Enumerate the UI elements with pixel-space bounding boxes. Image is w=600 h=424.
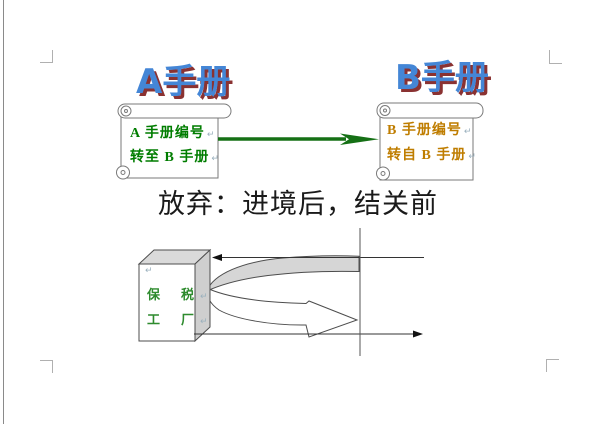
page-edge-line	[3, 0, 4, 424]
caption-text: 放弃：进境后，结关前	[158, 189, 438, 219]
manual-a-scroll-body	[120, 110, 219, 179]
factory-box-line1-text: 保 税	[147, 287, 199, 302]
manual-b-line1-text: B 手册编号	[387, 123, 462, 138]
manual-b-scroll	[376, 102, 484, 181]
manual-a-line1: A 手册编号↵	[130, 127, 214, 141]
line-break-mark-icon: ↵	[211, 154, 219, 164]
factory-box-line2-text: 工 厂	[147, 312, 199, 327]
line-break-mark-icon: ↵	[206, 130, 215, 140]
factory-box-3d	[137, 248, 212, 343]
manual-b-title: B手册	[395, 58, 489, 98]
manual-a-title: A手册	[136, 62, 231, 102]
line-break-mark-icon: ↵	[468, 152, 476, 162]
outbound-arrowhead	[413, 330, 423, 338]
line-break-mark-icon: ↵	[145, 266, 153, 276]
manual-b-line2: 转自 B 手册↵	[387, 149, 476, 163]
inbound-arrowhead	[212, 254, 222, 261]
manual-a-line1-text: A 手册编号	[130, 126, 205, 141]
manual-a-scroll-top-roll	[117, 103, 232, 119]
manual-b-scroll-top-roll	[376, 102, 484, 119]
manual-b-line1: B 手册编号↵	[387, 124, 471, 138]
curved-arrow-front-band	[207, 288, 359, 338]
transfer-arrow	[218, 133, 379, 145]
line-break-mark-icon: ↵	[463, 127, 472, 137]
flow-lines	[194, 228, 424, 356]
factory-box-line2: 工 厂↵	[147, 313, 208, 327]
line-break-mark-icon: ↵	[200, 317, 208, 327]
manual-a-line2-text: 转至 B 手册	[130, 150, 210, 165]
factory-box-front-face	[138, 263, 196, 342]
curved-return-arrow	[206, 255, 360, 338]
line-break-mark-icon: ↵	[200, 292, 208, 302]
text-boundary-mark-bottom-left	[40, 360, 53, 373]
factory-box-line1: 保 税↵	[147, 288, 208, 302]
manual-b-scroll-body	[379, 109, 474, 181]
manual-b-line2-text: 转自 B 手册	[387, 148, 467, 163]
manual-a-scroll	[116, 103, 232, 180]
curved-arrow-top-band	[206, 255, 360, 292]
transfer-arrowhead	[340, 133, 379, 145]
text-boundary-mark-bottom-right	[546, 359, 559, 372]
manual-a-line2: 转至 B 手册↵	[130, 151, 219, 165]
text-boundary-mark-top-right	[549, 50, 562, 64]
text-boundary-mark-top-left	[40, 50, 53, 63]
